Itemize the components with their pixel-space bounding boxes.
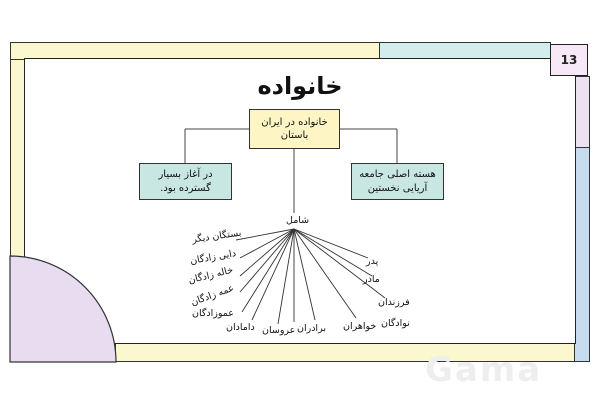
member-connector-line	[235, 228, 295, 241]
member-connector-line	[239, 228, 295, 277]
member-label: عموزادگان	[192, 308, 234, 319]
member-connector-line	[277, 228, 295, 325]
member-label: پدر	[366, 256, 379, 267]
member-connector-line	[293, 228, 386, 299]
page-title: خانواده	[257, 72, 343, 100]
center-node: خانواده در ایران باستان	[249, 109, 340, 149]
member-connector-line	[293, 228, 373, 277]
member-connector-line	[239, 228, 295, 293]
member-connector-line	[293, 228, 369, 259]
member-label: فرزندان	[378, 297, 410, 308]
right-node: هسته اصلی جامعه آریایی نخستین	[351, 163, 444, 200]
member-connector-line	[239, 228, 295, 259]
member-label: عروسان	[262, 325, 296, 336]
member-label: مادر	[363, 274, 380, 285]
member-connector-line	[241, 228, 295, 313]
hub-label: شامل	[286, 215, 310, 226]
member-label: برادران	[297, 323, 326, 334]
member-label: دامادان	[226, 322, 255, 333]
member-label: خواهران	[343, 321, 377, 332]
slide-canvas	[24, 58, 576, 344]
member-connector-line	[293, 228, 357, 319]
left-node: در آغاز بسیار گسترده بود.	[139, 163, 232, 200]
watermark-logo: Gama	[425, 350, 543, 390]
member-connector-line	[251, 228, 295, 321]
page-number: 13	[550, 44, 588, 76]
member-label: نوادگان	[381, 318, 410, 329]
member-connector-line	[293, 228, 316, 321]
